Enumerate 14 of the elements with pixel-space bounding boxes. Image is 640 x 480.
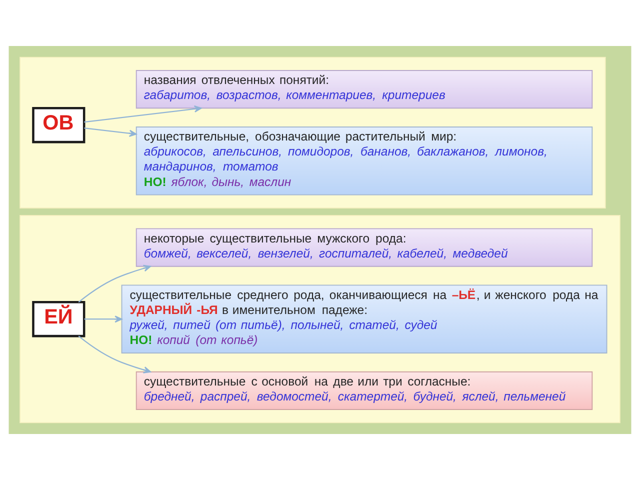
node-box: существительные с основой на две или три согласные: бредней, распрей, ведомостей, скатертей, будней, яслей, пельменей: [136, 371, 593, 410]
node-box: ЕЙ: [32, 301, 86, 338]
arrow: [78, 336, 152, 374]
arrow: [84, 127, 137, 137]
cluster: [20, 56, 606, 208]
node-box: названия отвлеченных понятий: габаритов, возрастов, комментариев, критериев: [136, 70, 593, 109]
node-box: существительные среднего рода, оканчивающиеся на –ЬЁ, и женского рода на УДАРНЫЙ -ЬЯ в именительном падеже: ружей, питей (от питьё), полыней, статей, судей НО! копий (от копьё): [121, 284, 608, 354]
node-box: некоторые существительные мужского рода: бомжей, векселей, вензелей, госпиталей, кабелей, медведей: [136, 228, 593, 267]
arrow: [84, 105, 202, 123]
node-box: существительные, обозначающие растительный мир: абрикосов, апельсинов, помидоров, бананов, баклажанов, лимонов, мандаринов, томатов НО! яблок, дынь, маслин: [136, 126, 593, 196]
arrow: [78, 264, 152, 303]
node-box: ОВ: [32, 107, 86, 144]
arrow: [84, 316, 122, 323]
cluster: [20, 215, 620, 424]
